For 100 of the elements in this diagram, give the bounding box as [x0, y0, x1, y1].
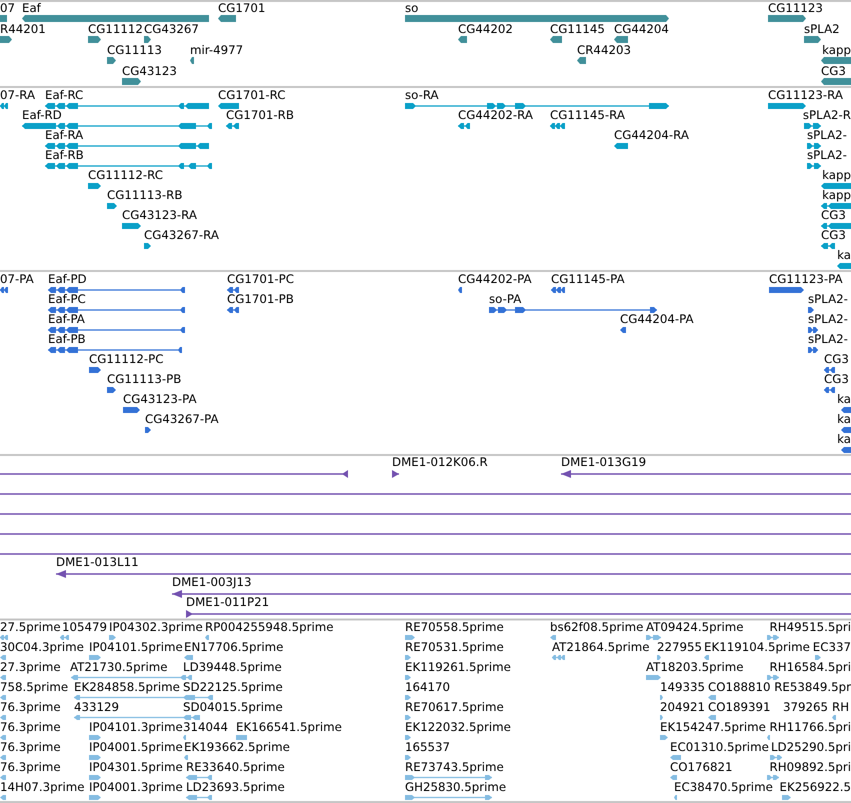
est-label: EC337 — [812, 641, 851, 653]
protein-label: sPLA2- — [808, 293, 848, 305]
est-label: LD23693.5prime — [186, 781, 285, 793]
est-label: 204921 — [660, 701, 706, 713]
est-label: 227955 — [657, 641, 702, 653]
transcript-label: CG1701-RC — [218, 89, 286, 101]
est-label: EC01310.5prime — [670, 741, 769, 753]
est-label: CO176821 — [670, 761, 733, 773]
protein-label: CG44204-PA — [620, 313, 694, 325]
transcript-label: CG1701-RB — [226, 109, 294, 121]
gene-label: CG1701 — [218, 2, 266, 14]
est-label: RE73743.5prime — [405, 761, 504, 773]
transcript-label: Eaf-RB — [45, 149, 84, 161]
protein-label: so-PA — [489, 293, 522, 305]
est-label: RE33640.5prime — [186, 761, 285, 773]
gene-label: Eaf — [22, 2, 41, 14]
est-label: EK284858.5prime — [74, 681, 180, 693]
transcript-label: so-RA — [405, 89, 439, 101]
est-label: 105479 — [62, 621, 108, 633]
protein-label: CG43267-PA — [145, 413, 219, 425]
est-label: 76.3prime — [0, 741, 61, 753]
est-label: 149335 — [660, 681, 706, 693]
transcript-label: CG43267-RA — [144, 229, 219, 241]
est-label: 30C04.3prime — [0, 641, 84, 653]
est-label: AT21730.5prime — [70, 661, 168, 673]
est-label: 76.3prime — [0, 721, 61, 733]
protein-label: CG11145-PA — [551, 273, 625, 285]
gene-label: CG44202 — [458, 23, 513, 35]
protein-label: Eaf-PB — [48, 333, 86, 345]
transcript-label: Eaf-RD — [22, 109, 62, 121]
est-label: RE70531.5prime — [405, 641, 504, 653]
est-label: RE53849.5pr — [774, 681, 851, 693]
protein-label: sPLA2- — [808, 313, 848, 325]
protein-label: ka — [837, 433, 851, 445]
est-label: LD25290.5pri — [770, 741, 851, 753]
gene-label: 07 — [0, 2, 16, 14]
protein-label: CG3 — [824, 353, 849, 365]
est-label: CO188810 — [708, 681, 771, 693]
transcript-label: kapp — [822, 169, 851, 181]
est-label: AT09424.5prime — [646, 621, 744, 633]
transcript-label: CG3 — [821, 229, 846, 241]
est-label: 165537 — [405, 741, 450, 753]
est-label: EK119261.5prime — [405, 661, 511, 673]
transcript-label: 07-RA — [0, 89, 36, 101]
est-label: IP04101.3prime — [89, 721, 183, 733]
protein-label: Eaf-PA — [48, 313, 85, 325]
gene-label: CG11123 — [768, 2, 823, 14]
est-label: IP04101.5prime — [89, 641, 183, 653]
transcript-label: CG11145-RA — [550, 109, 625, 121]
protein-label: ka — [837, 393, 851, 405]
gene-label: CG11112 — [88, 23, 143, 35]
gene-label: so — [405, 2, 418, 14]
protein-label: Eaf-PD — [48, 273, 87, 285]
protein-label: ka — [837, 413, 851, 425]
est-label: 379265 — [783, 701, 828, 713]
transcript-label: CG11123-RA — [768, 89, 843, 101]
est-label: EK122032.5prime — [405, 721, 511, 733]
gene-label: CG43267 — [144, 23, 199, 35]
est-label: 76.3prime — [0, 761, 61, 773]
protein-label: CG11113-PB — [107, 373, 182, 385]
est-label: LD39448.5prime — [183, 661, 282, 673]
est-label: RH49515.5pri — [770, 621, 851, 633]
est-label: EC38470.5prime — [674, 781, 773, 793]
transcript-label: CG3 — [821, 209, 846, 221]
clone-label: DME1-011P21 — [186, 596, 270, 608]
est-label: AT18203.5prime — [646, 661, 744, 673]
clone-label: DME1-012K06.R — [392, 456, 488, 468]
gene-label: kapp — [822, 44, 851, 56]
gene-label: CR44203 — [577, 44, 631, 56]
clone-label: DME1-003J13 — [172, 576, 252, 588]
est-label: 314044 — [183, 721, 228, 733]
est-label: IP04301.5prime — [89, 761, 183, 773]
transcript-label: sPLA2- — [807, 129, 847, 141]
protein-label: CG1701-PC — [227, 273, 294, 285]
est-label: IP04001.5prime — [89, 741, 183, 753]
est-label: RE70558.5prime — [405, 621, 504, 633]
clone-label: DME1-013G19 — [561, 456, 646, 468]
est-label: IP04001.3prime — [89, 781, 183, 793]
est-label: EN17706.5prime — [184, 641, 284, 653]
est-label: RH — [832, 701, 850, 713]
est-label: RE70617.5prime — [405, 701, 504, 713]
transcript-label: Eaf-RA — [45, 129, 84, 141]
est-label: GH25830.5prime — [405, 781, 506, 793]
gene-label: CG11145 — [550, 23, 605, 35]
gene-label: CG11113 — [107, 44, 162, 56]
transcript-label: CG11113-RB — [107, 189, 182, 201]
transcript-label: CG44202-RA — [458, 109, 533, 121]
gene-label: sPLA2 — [804, 23, 840, 35]
est-label: 433129 — [74, 701, 120, 713]
est-label: 76.3prime — [0, 701, 61, 713]
est-label: EK256922.5 — [780, 781, 851, 793]
est-label: RH16584.5pri — [770, 661, 851, 673]
est-label: RH09892.5pri — [770, 761, 851, 773]
est-label: bs62f08.5prime — [550, 621, 644, 633]
gene-label: R44201 — [0, 23, 46, 35]
gene-label: CG43123 — [122, 65, 177, 77]
gene-label: CG3 — [821, 65, 846, 77]
est-label: RP004255948.5prime — [205, 621, 334, 633]
est-label: CO189391 — [708, 701, 771, 713]
protein-label: CG43123-PA — [123, 393, 197, 405]
